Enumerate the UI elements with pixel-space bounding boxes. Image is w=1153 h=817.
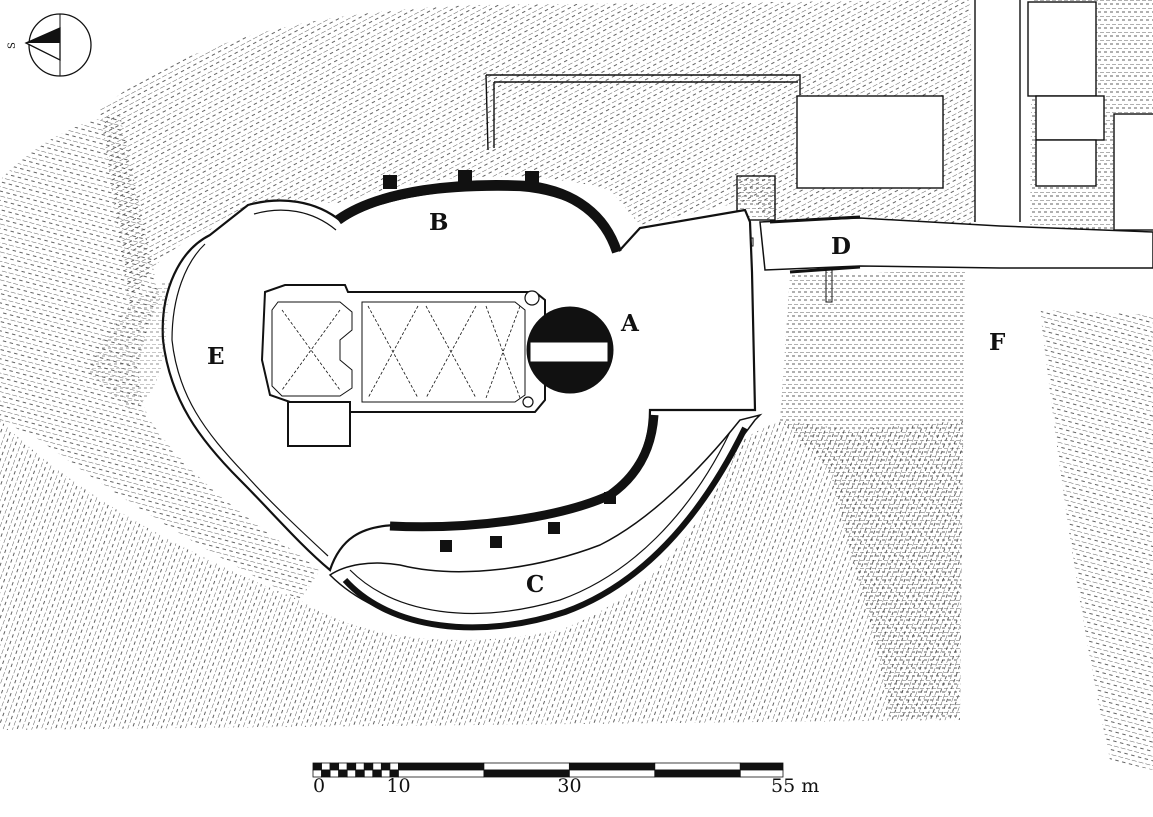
scale-segment	[389, 762, 399, 771]
scale-segment	[380, 762, 391, 771]
scale-segment	[363, 762, 374, 771]
scale-segment	[346, 762, 357, 771]
approach-road	[759, 217, 1153, 271]
scale-segment	[329, 762, 340, 771]
font-circle	[522, 396, 534, 408]
scale-segment	[329, 769, 340, 778]
scale-segment	[363, 769, 374, 778]
scale-segment	[568, 769, 656, 778]
label-d: D	[831, 233, 851, 260]
scale-segment	[312, 762, 322, 771]
scale-segment	[398, 762, 485, 771]
slope-east	[780, 270, 965, 720]
road-fence-post	[825, 269, 833, 303]
scale-segment	[398, 769, 485, 778]
label-c: C	[526, 571, 544, 598]
scale-segment	[483, 762, 570, 771]
hill-slope-west	[0, 115, 320, 600]
scale-tick-label: 55 m	[771, 775, 819, 797]
hill-slope-north	[100, 0, 975, 310]
inner-ward-edge	[171, 209, 337, 557]
building-3	[1035, 95, 1105, 141]
apse-nave	[529, 341, 609, 363]
scale-segment	[654, 762, 741, 771]
label-e: E	[207, 343, 225, 370]
curtain-wall-south	[389, 414, 659, 532]
building-1	[796, 95, 944, 189]
stair-tower	[524, 290, 540, 306]
outer-curtain-inner	[349, 431, 731, 614]
west-forecourt-hatch	[86, 280, 170, 410]
scale-segment	[355, 762, 365, 771]
scale-segment	[338, 762, 348, 771]
lower-road-f	[960, 272, 1050, 720]
scale-tick-label: 0	[313, 775, 325, 797]
building-4	[1035, 139, 1097, 187]
scale-segment	[346, 769, 357, 778]
scale-bar: 0 10 30 55 m	[312, 762, 819, 797]
scale-segment	[372, 769, 382, 778]
scale-segment	[654, 769, 741, 778]
compass-letter: S	[7, 42, 18, 49]
scale-segment	[372, 762, 382, 771]
scale-segment	[568, 762, 656, 771]
sacristy	[287, 401, 351, 447]
church-outer-walls	[260, 284, 546, 413]
label-a: A	[620, 310, 640, 337]
building-2	[1027, 1, 1097, 97]
wall-b-buttresses	[383, 170, 539, 189]
building-5	[1113, 113, 1153, 231]
scale-segment	[739, 769, 784, 778]
wall-south-buttresses	[440, 492, 616, 552]
outbuildings	[485, 0, 1153, 231]
church	[260, 284, 614, 447]
scale-segment	[739, 762, 784, 771]
scale-tick-label: 10	[386, 775, 410, 797]
label-f: F	[989, 329, 1006, 356]
scale-segment	[338, 769, 348, 778]
courtyard-wall	[485, 74, 801, 151]
scale-segment	[321, 762, 331, 771]
vault-ribs	[281, 305, 521, 399]
curtain-wall-b	[335, 180, 622, 254]
label-b: B	[429, 209, 448, 236]
church-inner-walls	[271, 301, 526, 403]
compass: S	[7, 13, 92, 77]
scale-segment	[355, 769, 365, 778]
road-edge	[974, 0, 1021, 222]
outer-curtain-wall	[342, 426, 748, 631]
scale-tick-label: 30	[557, 775, 581, 797]
hill-slope-south	[0, 420, 970, 730]
slope-far-east	[1040, 310, 1153, 770]
road-fence	[769, 215, 861, 274]
